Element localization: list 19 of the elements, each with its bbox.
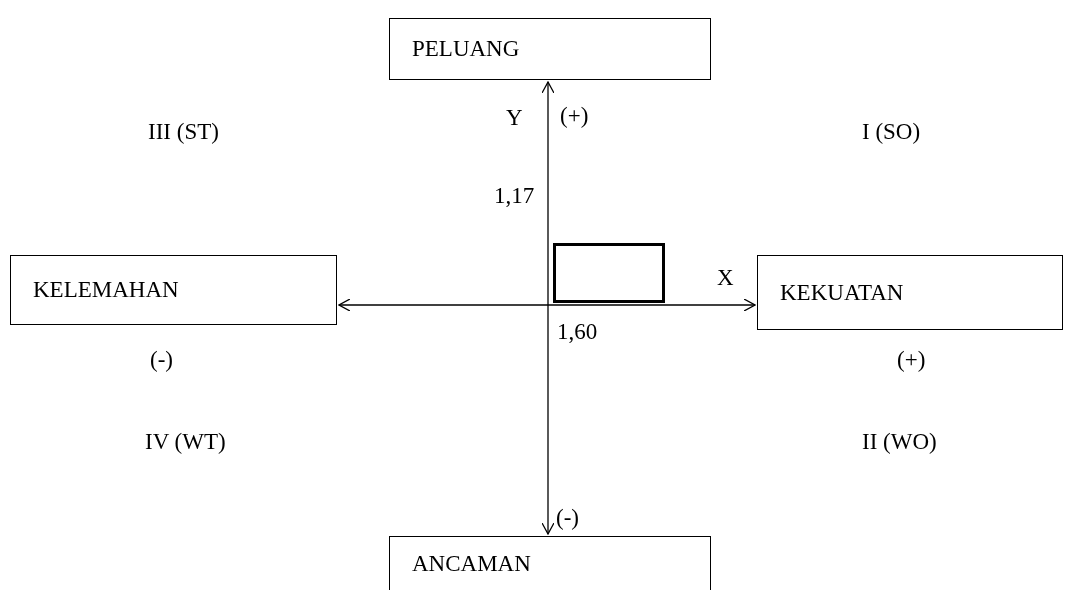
value-label: 1,60 [557,320,598,343]
double-arrow [541,81,555,535]
label-box: KELEMAHAN [10,255,337,325]
sign-label: (-) [150,348,173,371]
quadrant-label: II (WO) [862,430,937,453]
double-arrow [338,298,756,312]
quadrant-label: III (ST) [148,120,219,143]
axis-label: Y [506,106,523,129]
value-label: 1,17 [494,184,535,207]
label-box: PELUANG [389,18,711,80]
sign-label: (-) [556,506,579,529]
sign-label: (+) [897,348,926,371]
label-box: KEKUATAN [757,255,1063,330]
quadrant-label: I (SO) [862,120,921,143]
point-box [553,243,665,303]
label-box: ANCAMAN [389,536,711,590]
sign-label: (+) [560,104,589,127]
quadrant-label: IV (WT) [145,430,226,453]
axis-label: X [717,266,734,289]
